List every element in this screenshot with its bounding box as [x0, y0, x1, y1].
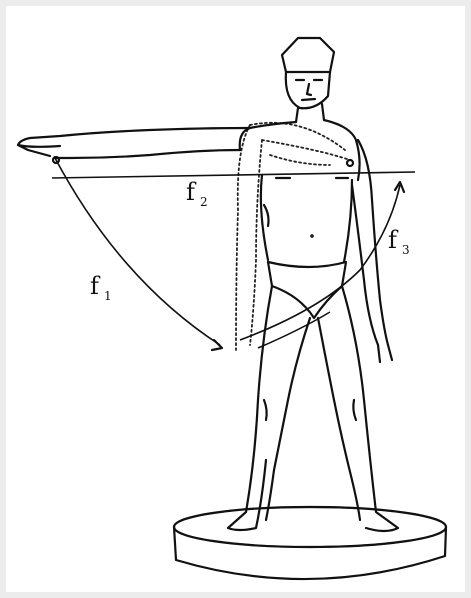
- legs: [228, 286, 398, 531]
- raised-arm: [18, 128, 250, 158]
- svg-text:f: f: [90, 272, 101, 300]
- svg-text:1: 1: [104, 289, 112, 303]
- pedestal: [174, 507, 446, 579]
- svg-text:f: f: [388, 226, 399, 254]
- pivot-shoulder: [347, 160, 353, 166]
- svg-text:3: 3: [402, 243, 410, 257]
- svg-text:2: 2: [200, 195, 208, 209]
- label-f3: f 3: [388, 226, 410, 257]
- label-f1: f 1: [90, 272, 112, 303]
- label-f2: f 2: [186, 178, 208, 209]
- svg-text:f: f: [186, 178, 197, 206]
- head: [282, 38, 334, 122]
- line-f2: [52, 172, 415, 178]
- arc-f1: [55, 158, 220, 345]
